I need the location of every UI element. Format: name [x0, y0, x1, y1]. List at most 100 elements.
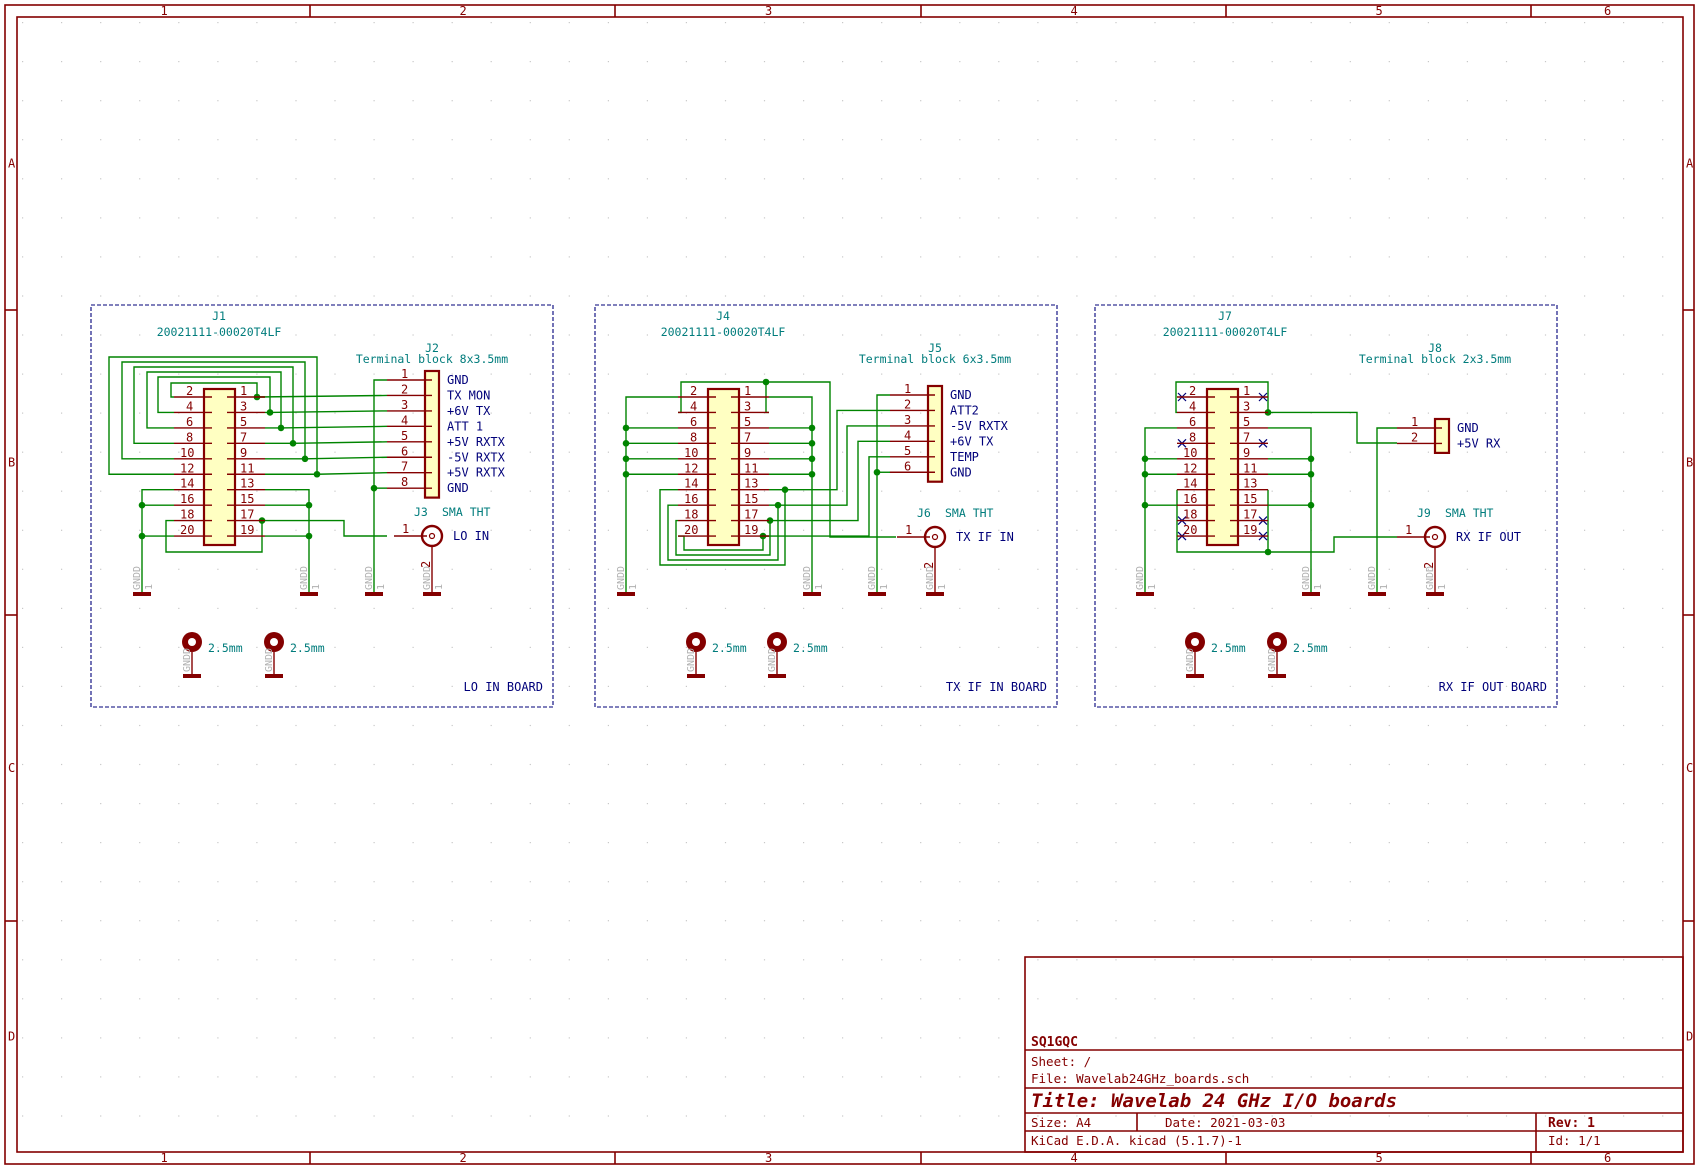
grid-dot [763, 490, 766, 492]
pin-number: 6 [186, 415, 193, 429]
grid-dot [920, 412, 922, 414]
grid-dot [451, 959, 453, 961]
grid-dot [607, 295, 609, 297]
grid-dot [763, 881, 766, 883]
grid-dot [607, 959, 609, 961]
power-pin-number: 1 [814, 584, 825, 590]
grid-dot [139, 451, 141, 453]
grid-dot [1505, 959, 1508, 961]
grid-dot [685, 451, 687, 453]
grid-dot [1388, 842, 1390, 844]
grid-dot [1544, 1037, 1547, 1039]
grid-dot [22, 803, 24, 805]
grid-dot [1193, 139, 1195, 141]
grid-dot [1154, 568, 1156, 570]
grid-dot [1193, 959, 1195, 961]
grid-dot [1584, 61, 1586, 63]
junction-dot [808, 440, 816, 447]
grid-dot [724, 920, 727, 922]
grid-dot [1584, 881, 1586, 883]
wire [876, 394, 890, 592]
grid-dot [646, 100, 648, 102]
grid-dot [1466, 881, 1468, 883]
grid-dot [763, 373, 766, 375]
grid-dot [1623, 178, 1625, 180]
svg-text:GNDD: GNDD [182, 648, 193, 672]
grid-dot [842, 881, 844, 883]
grid-dot [646, 451, 648, 453]
grid-dot [842, 295, 844, 297]
grid-dot [373, 881, 375, 883]
kicad-version: KiCad E.D.A. kicad (5.1.7)-1 [1031, 1133, 1242, 1148]
grid-dot [998, 22, 1000, 24]
grid-dot [490, 607, 492, 609]
grid-dot [998, 959, 1000, 961]
grid-dot [22, 1115, 24, 1117]
grid-dot [373, 724, 375, 727]
grid-dot [1349, 959, 1351, 961]
grid-dot [61, 490, 63, 492]
grid-dot [451, 529, 453, 531]
grid-dot [1193, 529, 1195, 531]
grid-dot [22, 100, 24, 102]
grid-dot [334, 881, 336, 883]
grid-dot [334, 22, 336, 24]
grid-dot [490, 373, 492, 375]
grid-dot [490, 959, 492, 961]
grid-dot [959, 920, 961, 922]
grid-dot [1232, 22, 1234, 24]
grid-dot [959, 763, 961, 766]
power-pin-number: 1 [879, 584, 890, 590]
grid-dot [1662, 22, 1664, 24]
grid-dot [412, 178, 414, 180]
gndd-power-symbol [617, 592, 635, 596]
grid-dot [1623, 803, 1625, 805]
grid-dot [451, 256, 453, 258]
grid-dot [412, 22, 414, 24]
grid-dot [568, 373, 570, 375]
grid-dot [724, 61, 727, 63]
svg-text:GNDD: GNDD [264, 648, 275, 672]
grid-dot [217, 685, 219, 687]
pin-number: 14 [684, 477, 698, 491]
grid-dot [763, 1037, 766, 1039]
grid-dot [607, 685, 609, 687]
board-outline [1094, 304, 1558, 708]
grid-dot [685, 1037, 687, 1039]
grid-dot [607, 373, 609, 375]
grid-dot [22, 881, 24, 883]
grid-dot [568, 959, 570, 961]
grid-dot [373, 920, 375, 922]
grid-dot [490, 412, 492, 414]
grid-dot [803, 22, 805, 24]
grid-dot [607, 139, 609, 141]
grid-dot [61, 100, 63, 102]
grid-dot [920, 959, 922, 961]
grid-dot [529, 803, 531, 805]
grid-dot [842, 217, 844, 219]
grid-dot [881, 217, 883, 219]
grid-dot [451, 763, 453, 766]
grid-dot [1388, 607, 1390, 609]
pin-number: 20 [180, 523, 194, 537]
grid-dot [22, 920, 24, 922]
grid-dot [22, 412, 24, 414]
grid-dot [1544, 920, 1547, 922]
row-marker-left: B [8, 456, 15, 470]
grid-dot [529, 412, 531, 414]
grid-dot [1271, 959, 1273, 961]
pin-number: 5 [401, 429, 408, 443]
grid-dot [1466, 998, 1468, 1000]
grid-dot [1154, 1115, 1156, 1117]
grid-dot [412, 724, 414, 727]
grid-dot [1427, 61, 1429, 63]
wire [1144, 427, 1177, 592]
grid-dot [1037, 451, 1039, 453]
junction-dot [305, 501, 313, 509]
grid-dot [568, 295, 570, 297]
grid-dot [1115, 998, 1117, 1000]
grid-dot [490, 1076, 492, 1078]
grid-dot [1544, 1115, 1547, 1117]
grid-dot [1310, 22, 1312, 24]
grid-dot [1076, 607, 1078, 609]
